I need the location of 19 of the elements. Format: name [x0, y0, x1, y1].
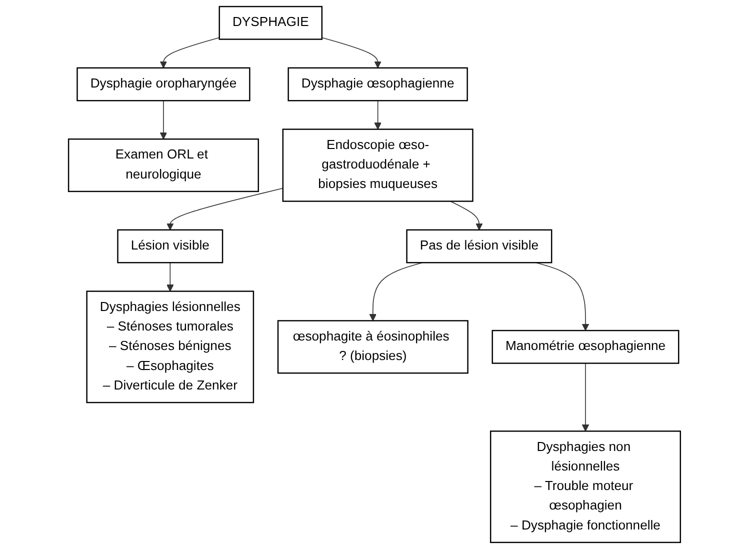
node-box: Dysphagies lésionnelles – Sténoses tumorales – Sténoses bénignes – Œsophagites – Diverticule de Zenker [86, 290, 254, 404]
node-box: Lésion visible [116, 229, 223, 264]
node-box: œsophagite à éosinophiles ? (biopsies) [276, 320, 468, 374]
node-box: DYSPHAGIE [218, 6, 322, 40]
arrow [166, 188, 283, 230]
arrow [159, 100, 167, 140]
arrow [449, 200, 482, 230]
arrow [374, 100, 381, 130]
node-box: Examen ORL et neurologique [67, 138, 258, 192]
node-box: Manométrie œsophagienne [491, 330, 679, 364]
node-box: Endoscopie œso-gastroduodénale + biopsies muqueuses [282, 128, 473, 202]
node-box: Pas de lésion visible [406, 229, 552, 264]
arrow [321, 37, 381, 68]
arrow [166, 262, 174, 292]
node-box: Dysphagies non lésionnelles – Trouble moteur œsophagien – Dysphagie fonctionnelle [489, 430, 681, 544]
node-box: Dysphagie œsophagienne [287, 67, 468, 102]
arrow [581, 362, 589, 432]
node-box: Dysphagie oropharyngée [76, 67, 250, 102]
arrow [159, 37, 220, 68]
